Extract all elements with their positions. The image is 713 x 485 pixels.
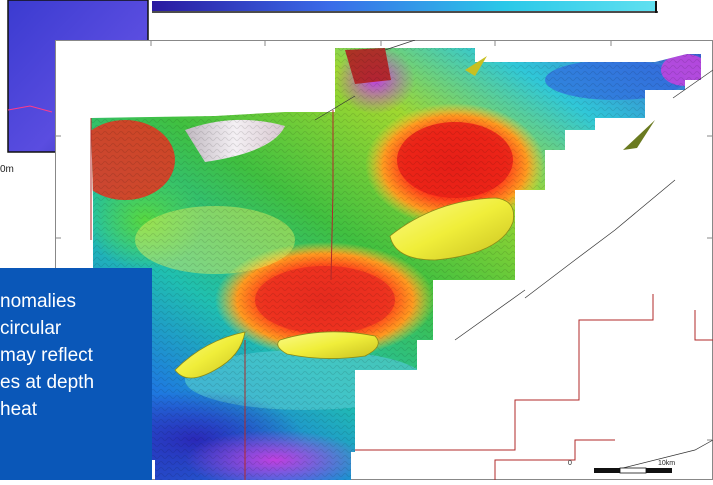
magnetic-anomaly-map xyxy=(55,39,713,480)
scale-bar-start-label: 0 xyxy=(568,460,572,467)
magnetic-anomaly-map-graphic xyxy=(55,39,713,480)
caption-line-1: nomalies xyxy=(0,291,77,312)
scale-bar-graphic xyxy=(594,467,672,474)
caption-line-3: may reflect xyxy=(0,345,93,366)
caption-line-4: es at depth xyxy=(0,372,95,393)
scale-bar-end-label: 10km xyxy=(658,460,676,467)
caption-line-2: circular xyxy=(0,318,62,339)
header-banner-strip xyxy=(152,0,662,13)
intrusive-bodies xyxy=(174,56,655,379)
caption-line-5: heat xyxy=(0,399,37,420)
tenement-boundaries xyxy=(90,110,713,480)
header-banner-graphic xyxy=(152,1,658,13)
caption-box: nomalies circular may reflect es at dept… xyxy=(0,268,152,480)
structural-lineaments xyxy=(314,39,713,471)
scale-bar: 0 10km xyxy=(560,452,690,476)
inset-scale-label: 0m xyxy=(0,164,14,172)
